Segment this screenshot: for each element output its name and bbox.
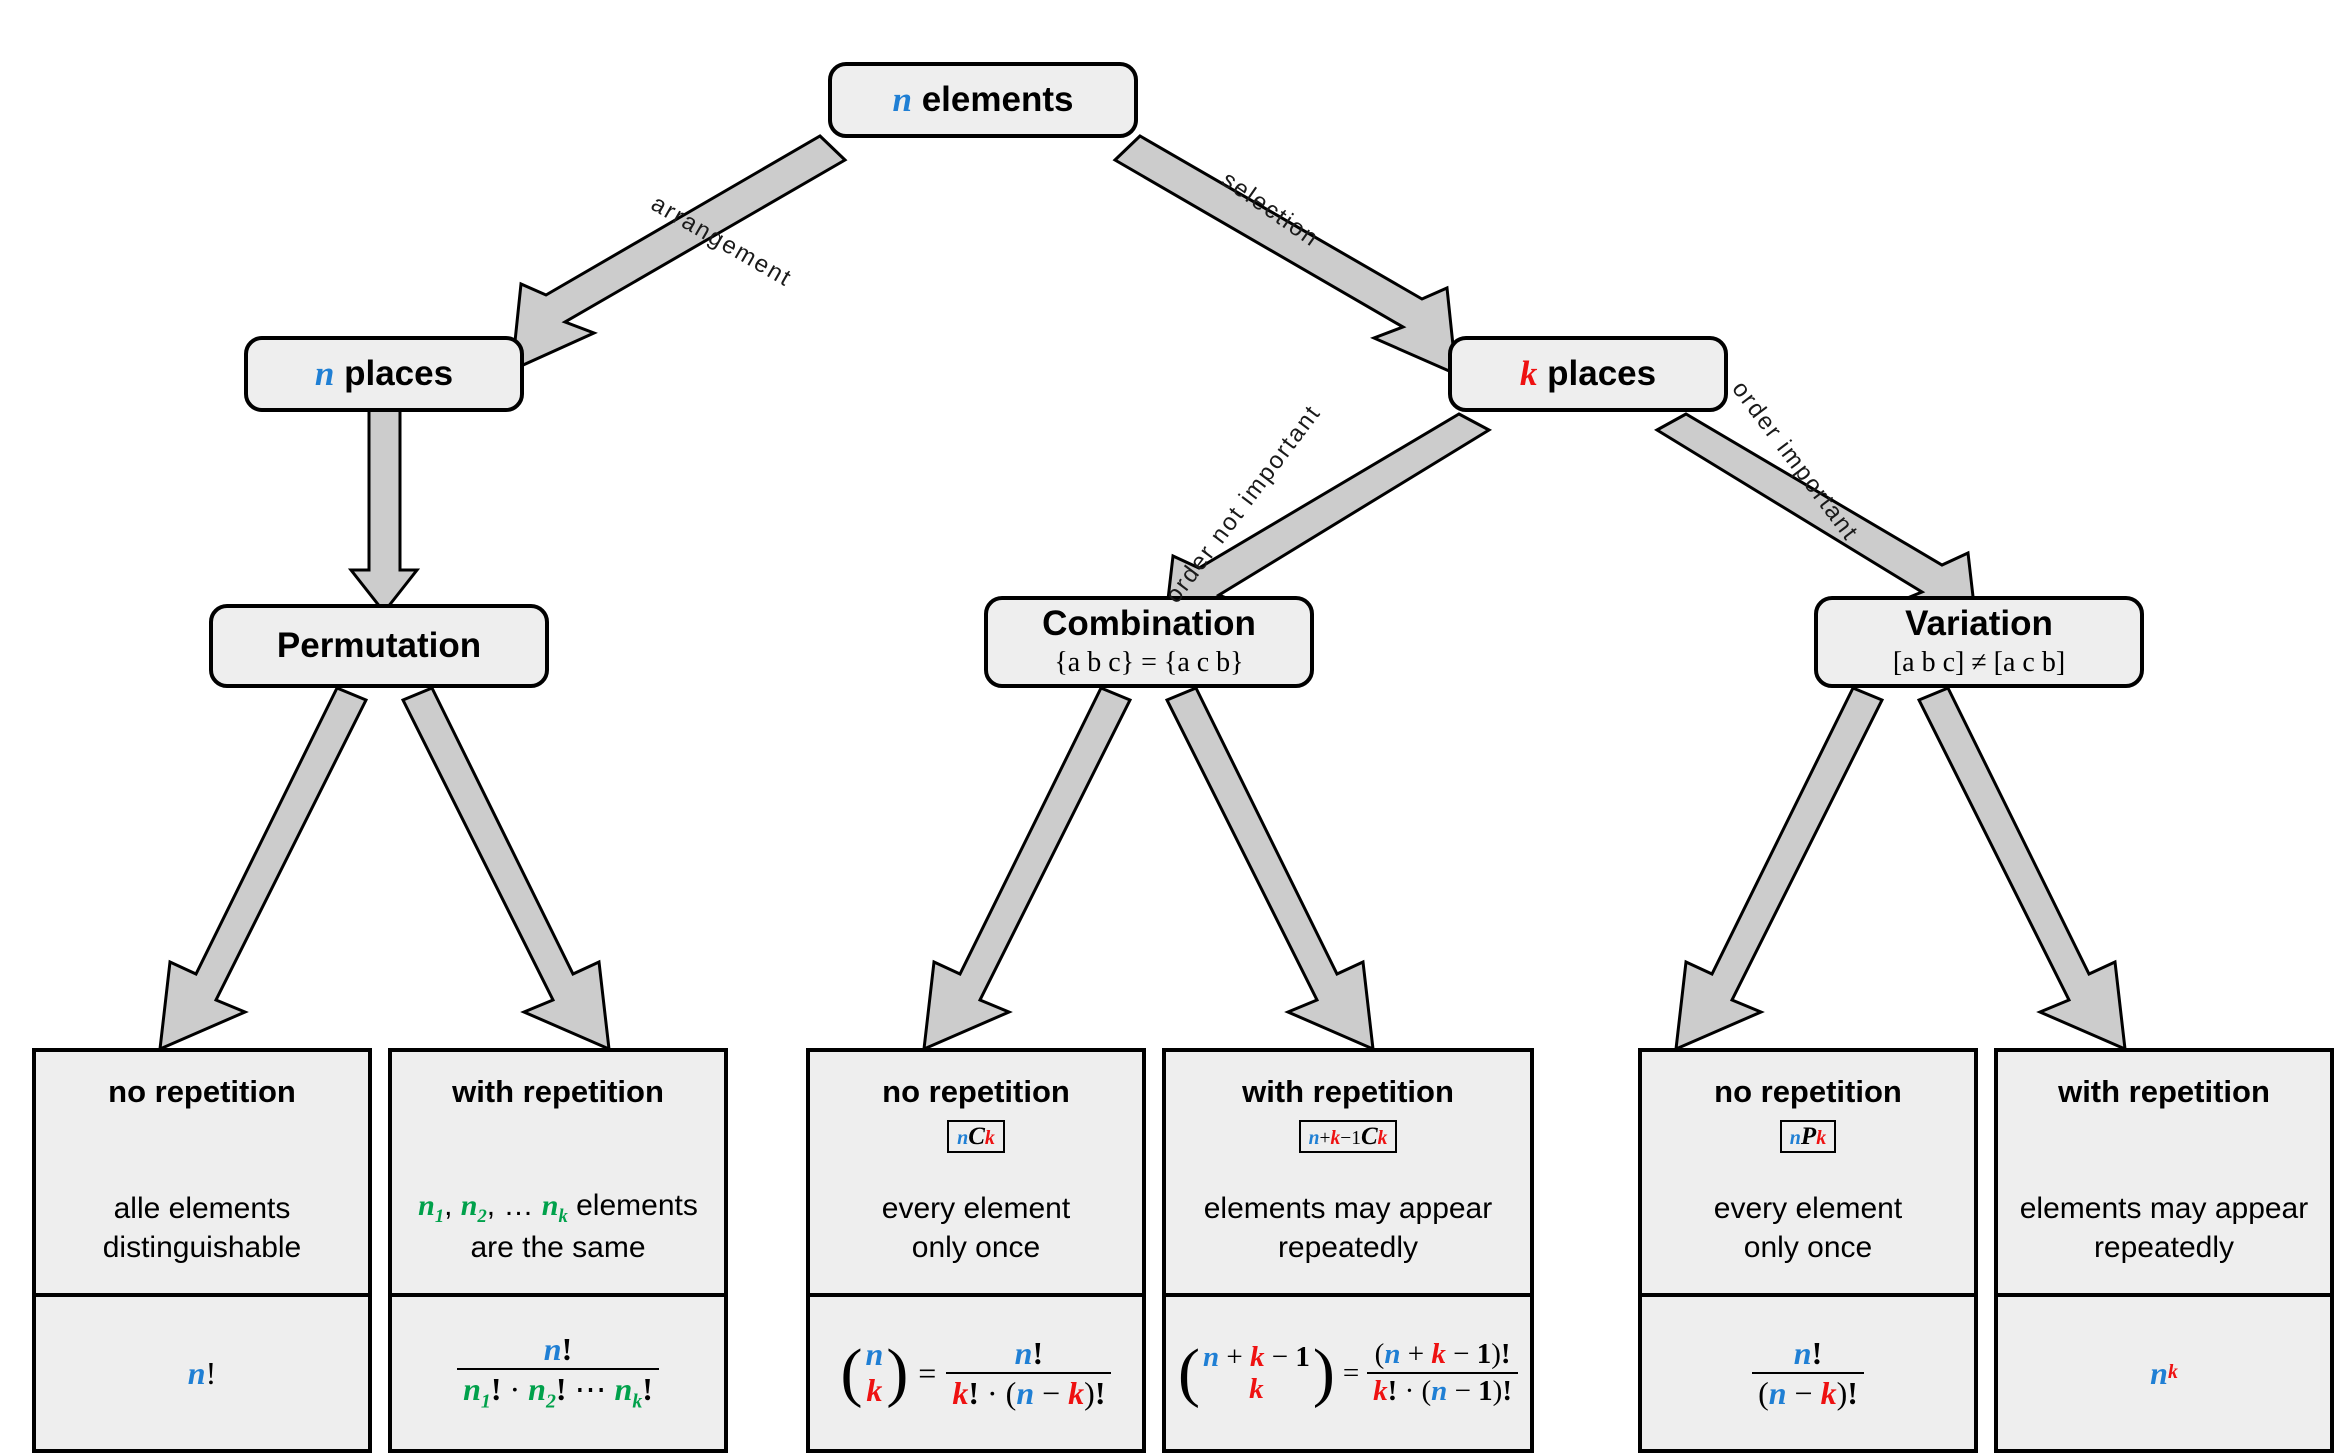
card-upper: no repetition alle elements distinguisha… <box>36 1052 368 1297</box>
badge-nPk: nPk <box>1779 1120 1837 1153</box>
formula-binomial-n-plus-k-minus-1: ( n + k − 1 k ) = (n + k − 1)! k! · (n −… <box>1178 1339 1519 1406</box>
formula-n-fact-over-n-minus-k-fact: n! (n − k)! <box>1752 1337 1864 1409</box>
card-formula: n! n1! · n2! ⋯ nk! <box>392 1297 724 1449</box>
card-desc-line2: repeatedly <box>2093 1230 2235 1264</box>
card-head: with repetition <box>1242 1074 1454 1109</box>
card-combination-no-repetition[interactable]: no repetition nCk every element only onc… <box>806 1048 1146 1453</box>
edge-label-order-not-important: order not important <box>1160 399 1327 609</box>
node-k-places-label: k places <box>1519 353 1657 394</box>
node-n-places-text: places <box>344 353 454 393</box>
edge-label-order-important: order important <box>1726 376 1864 547</box>
node-k-places[interactable]: k places <box>1448 336 1728 412</box>
symbol-n: n <box>314 353 335 393</box>
badge-nCk: nCk <box>947 1120 1005 1153</box>
card-permutation-with-repetition[interactable]: with repetition n1, n2, … nk elements ar… <box>388 1048 728 1453</box>
node-n-elements[interactable]: n elements <box>828 62 1138 138</box>
card-upper: with repetition elements may appear repe… <box>1998 1052 2330 1297</box>
arrow-permutation-to-card2 <box>400 686 611 1052</box>
card-desc-line1: elements may appear <box>1203 1192 1493 1226</box>
card-variation-with-repetition[interactable]: with repetition elements may appear repe… <box>1994 1048 2334 1453</box>
symbol-k: k <box>1519 353 1538 393</box>
node-variation-title: Variation <box>1905 603 2053 643</box>
node-combination-subtitle: {a b c} = {a c b} <box>1054 647 1244 679</box>
edge-label-selection: selection <box>1216 166 1325 253</box>
card-head: with repetition <box>2058 1074 2270 1109</box>
card-desc-line2: distinguishable <box>102 1230 302 1264</box>
card-description: alle elements distinguishable <box>103 1190 301 1267</box>
node-n-places[interactable]: n places <box>244 336 524 412</box>
node-combination[interactable]: Combination {a b c} = {a c b} <box>984 596 1314 688</box>
node-permutation[interactable]: Permutation <box>209 604 549 688</box>
arrow-combination-to-card3 <box>922 686 1133 1052</box>
card-head: no repetition <box>108 1074 296 1109</box>
formula-n-factorial: n! <box>187 1355 217 1391</box>
node-n-places-label: n places <box>314 353 454 394</box>
card-desc-line1: every element <box>881 1192 1071 1226</box>
card-combination-with-repetition[interactable]: with repetition n+k−1Ck elements may app… <box>1162 1048 1534 1453</box>
arrow-root-to-k-places <box>1112 134 1458 377</box>
card-upper: with repetition n+k−1Ck elements may app… <box>1166 1052 1530 1297</box>
card-formula: ( n + k − 1 k ) = (n + k − 1)! k! · (n −… <box>1166 1297 1530 1449</box>
card-desc-line1: alle elements <box>113 1192 291 1226</box>
card-formula: n! (n − k)! <box>1642 1297 1974 1449</box>
card-head: no repetition <box>1714 1074 1902 1109</box>
card-description: elements may appear repeatedly <box>2020 1190 2309 1267</box>
card-desc-line2: only once <box>911 1230 1041 1264</box>
card-head: with repetition <box>452 1074 664 1109</box>
card-desc-line1: every element <box>1713 1192 1903 1226</box>
card-description: every element only once <box>882 1190 1070 1267</box>
card-upper: with repetition n1, n2, … nk elements ar… <box>392 1052 724 1297</box>
card-desc-line1: n1, n2, … nk elements <box>418 1188 698 1227</box>
card-head: no repetition <box>882 1074 1070 1109</box>
arrow-variation-to-card6 <box>1916 686 2127 1052</box>
node-combination-title: Combination <box>1042 603 1256 643</box>
card-description: every element only once <box>1714 1190 1902 1267</box>
edge-label-arrangement: arrangement <box>646 190 797 293</box>
arrow-root-to-n-places <box>510 134 848 373</box>
card-desc-line1: elements may appear <box>2019 1192 2309 1226</box>
card-formula: n! <box>36 1297 368 1449</box>
symbol-n: n <box>892 79 912 119</box>
node-variation-subtitle: [a b c] ≠ [a c b] <box>1892 647 2066 679</box>
node-permutation-title: Permutation <box>276 625 482 665</box>
node-n-elements-text: elements <box>921 79 1074 119</box>
node-variation[interactable]: Variation [a b c] ≠ [a c b] <box>1814 596 2144 688</box>
card-desc-line2: only once <box>1743 1230 1873 1264</box>
badge-n-plus-k-minus-1-C-k: n+k−1Ck <box>1298 1120 1398 1153</box>
node-n-elements-label: n elements <box>892 79 1074 120</box>
node-k-places-text: places <box>1547 353 1657 393</box>
card-desc-line2: are the same <box>470 1230 646 1264</box>
card-description: n1, n2, … nk elements are the same <box>418 1187 698 1267</box>
arrow-combination-to-card4 <box>1164 686 1375 1052</box>
diagram-canvas: n elements n places k places Permutation… <box>32 62 2334 1453</box>
card-permutation-no-repetition[interactable]: no repetition alle elements distinguisha… <box>32 1048 372 1453</box>
card-desc-line2: repeatedly <box>1277 1230 1419 1264</box>
card-upper: no repetition nCk every element only onc… <box>810 1052 1142 1297</box>
arrow-variation-to-card5 <box>1674 686 1885 1052</box>
card-variation-no-repetition[interactable]: no repetition nPk every element only onc… <box>1638 1048 1978 1453</box>
card-upper: no repetition nPk every element only onc… <box>1642 1052 1974 1297</box>
arrow-n-places-to-permutation <box>347 408 421 615</box>
card-description: elements may appear repeatedly <box>1204 1190 1493 1267</box>
formula-multiset-permutation: n! n1! · n2! ⋯ nk! <box>457 1333 659 1412</box>
arrow-permutation-to-card1 <box>158 686 369 1052</box>
